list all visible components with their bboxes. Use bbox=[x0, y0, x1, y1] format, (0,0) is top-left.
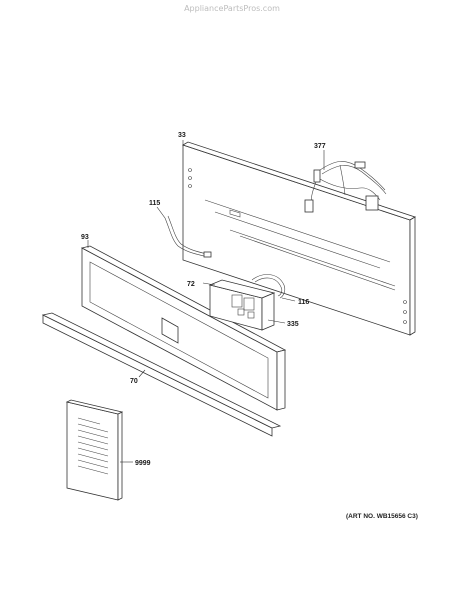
watermark: AppliancePartsPros.com bbox=[184, 4, 280, 13]
callout-115: 115 bbox=[149, 200, 160, 207]
callout-72: 72 bbox=[187, 281, 195, 288]
callout-9999: 9999 bbox=[135, 460, 151, 467]
callout-116: 116 bbox=[298, 299, 309, 306]
part-33-back-panel[interactable] bbox=[182, 141, 416, 336]
callout-377: 377 bbox=[314, 143, 326, 150]
callout-70: 70 bbox=[130, 378, 138, 385]
part-70-trim-strip[interactable] bbox=[41, 312, 282, 437]
callout-335: 335 bbox=[287, 321, 299, 328]
callout-93: 93 bbox=[81, 234, 89, 241]
part-116-clip[interactable] bbox=[251, 274, 286, 299]
leader-lines bbox=[87, 140, 325, 463]
callout-33: 33 bbox=[178, 132, 186, 139]
part-72-control-module[interactable] bbox=[208, 279, 276, 331]
art-number: (ART NO. WB15656 C3) bbox=[346, 513, 418, 520]
part-93-control-panel[interactable] bbox=[80, 245, 287, 411]
part-9999-manual[interactable] bbox=[65, 399, 124, 501]
part-377-wire-harness[interactable] bbox=[304, 161, 387, 213]
part-115-harness[interactable] bbox=[164, 215, 212, 258]
